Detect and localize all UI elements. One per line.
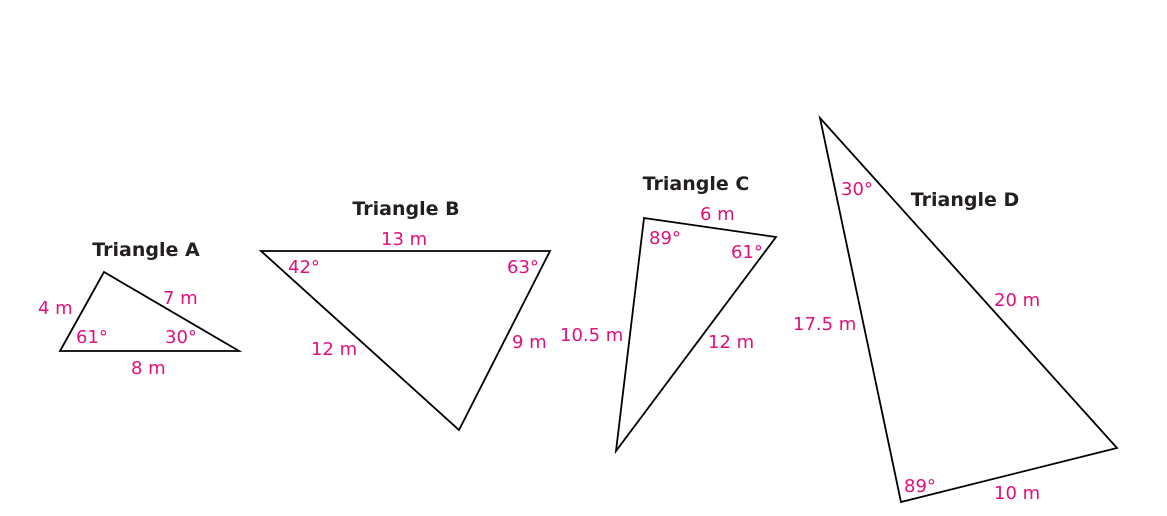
triangle-d: Triangle D 17.5 m 20 m 10 m 30° 89° bbox=[793, 114, 1119, 504]
triangle-b-side-top: 13 m bbox=[381, 229, 427, 250]
triangle-b-angle-left: 42° bbox=[288, 257, 320, 278]
triangle-a-side-left: 4 m bbox=[38, 298, 73, 319]
triangle-b-angle-right: 63° bbox=[507, 257, 539, 278]
triangle-a: Triangle A 4 m 7 m 8 m 61° 30° bbox=[38, 239, 243, 379]
triangle-b-side-left: 12 m bbox=[311, 339, 357, 360]
triangle-d-shape bbox=[818, 114, 1119, 504]
triangle-d-side-right: 20 m bbox=[994, 290, 1040, 311]
triangle-b-shape bbox=[258, 250, 552, 432]
triangle-a-shape bbox=[58, 270, 243, 352]
triangle-a-angle-left: 61° bbox=[76, 327, 108, 348]
triangle-b: Triangle B 13 m 12 m 9 m 42° 63° bbox=[258, 198, 552, 432]
triangle-d-angle-top: 30° bbox=[841, 179, 873, 200]
triangle-b-side-right: 9 m bbox=[512, 332, 547, 353]
triangle-c-angle-right: 61° bbox=[731, 242, 763, 263]
triangle-c-side-top: 6 m bbox=[700, 204, 735, 225]
triangle-d-side-left: 17.5 m bbox=[793, 314, 856, 335]
triangle-b-title: Triangle B bbox=[352, 198, 459, 220]
triangle-c-angle-top: 89° bbox=[649, 228, 681, 249]
triangle-c-shape bbox=[614, 216, 778, 455]
triangle-a-angle-right: 30° bbox=[165, 327, 197, 348]
triangle-c-side-right: 12 m bbox=[708, 332, 754, 353]
triangle-a-title: Triangle A bbox=[92, 239, 200, 261]
triangle-a-side-bottom: 8 m bbox=[131, 358, 166, 379]
triangle-d-side-bottom: 10 m bbox=[994, 483, 1040, 504]
triangle-c-side-left: 10.5 m bbox=[560, 325, 623, 346]
triangle-c: Triangle C 6 m 10.5 m 12 m 89° 61° bbox=[560, 173, 778, 455]
triangle-c-title: Triangle C bbox=[643, 173, 750, 195]
triangle-a-side-right: 7 m bbox=[163, 288, 198, 309]
triangle-d-angle-bottom: 89° bbox=[904, 476, 936, 497]
triangle-d-title: Triangle D bbox=[911, 189, 1020, 211]
